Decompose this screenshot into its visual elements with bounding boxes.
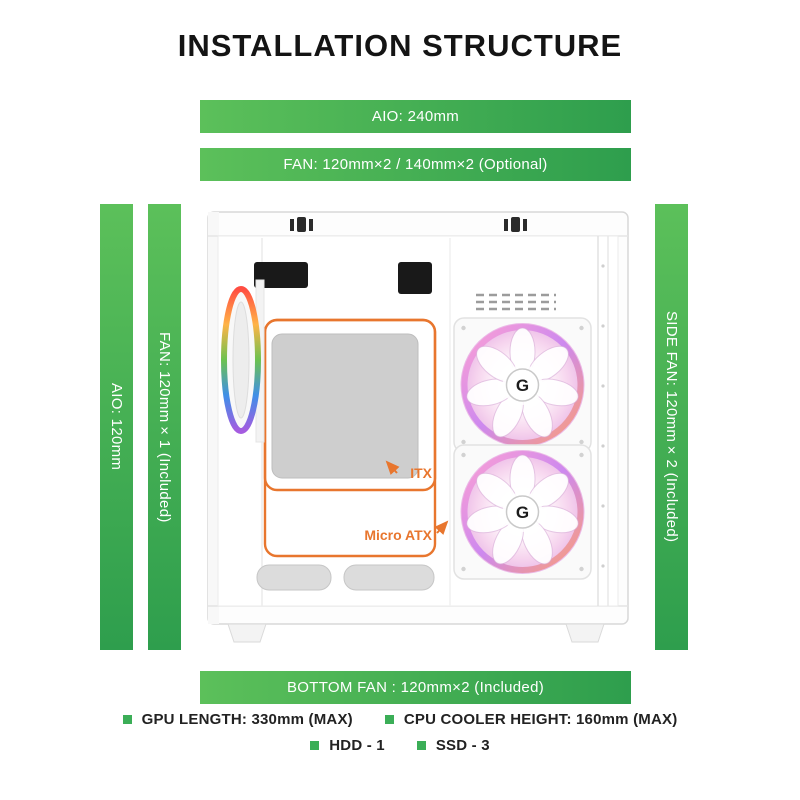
spec-gpu-length-label: GPU LENGTH: 330mm (MAX)	[141, 711, 353, 728]
spec-hdd: HDD - 1	[310, 737, 385, 754]
fan-logo-bottom: G	[516, 503, 529, 522]
top-vent-right-icon	[504, 217, 527, 232]
back-panel-screws	[601, 264, 605, 568]
bottom-slot-right	[343, 564, 435, 591]
case-foot-right	[565, 623, 605, 643]
spec-ssd: SSD - 3	[416, 737, 490, 754]
front-fan-icon	[221, 286, 261, 434]
fan-logo-top: G	[516, 376, 529, 395]
spec-hdd-label: HDD - 1	[329, 737, 385, 754]
bar-aio-120: AIO: 120mm	[100, 204, 133, 650]
rear-vent-icon	[476, 293, 556, 311]
case-illustration: ITX Micro ATX G G	[207, 211, 629, 643]
bar-aio-240: AIO: 240mm	[200, 100, 631, 133]
case-photo-area: ITX Micro ATX G G	[204, 206, 634, 651]
micro-atx-outline	[263, 318, 437, 558]
bottom-slot-left	[256, 564, 332, 591]
motherboard-tray-cutout	[271, 333, 419, 479]
bar-fan-front-included: FAN: 120mm×1 (Included)	[148, 204, 181, 650]
micro-atx-arrow-icon	[434, 520, 449, 535]
micro-atx-label: Micro ATX	[364, 527, 432, 543]
bar-fan-top-optional: FAN: 120mm×2 / 140mm×2 (Optional)	[200, 148, 631, 181]
cable-cutout-left	[254, 262, 308, 288]
bullet-square-icon	[384, 715, 394, 724]
case-foot-left	[227, 623, 267, 643]
bullet-square-icon	[310, 741, 320, 750]
page-title: INSTALLATION STRUCTURE	[177, 28, 623, 63]
bar-bottom-fan: BOTTOM FAN : 120mm×2 (Included)	[200, 671, 631, 704]
bullet-square-icon	[122, 715, 132, 724]
top-vent-left-icon	[290, 217, 313, 232]
spec-cpu-cooler-label: CPU COOLER HEIGHT: 160mm (MAX)	[403, 711, 678, 728]
bar-side-fan: SIDE FAN: 120mm×2 (Included)	[655, 204, 688, 650]
itx-label: ITX	[410, 465, 432, 481]
spec-ssd-label: SSD - 3	[435, 737, 490, 754]
itx-arrow-icon	[385, 460, 400, 475]
spec-cpu-cooler-height: CPU COOLER HEIGHT: 160mm (MAX)	[384, 711, 678, 728]
cable-cutout-right	[398, 262, 432, 294]
spec-list: GPU LENGTH: 330mm (MAX) CPU COOLER HEIGH…	[0, 711, 800, 754]
bullet-square-icon	[416, 741, 426, 750]
spec-gpu-length: GPU LENGTH: 330mm (MAX)	[122, 711, 353, 728]
